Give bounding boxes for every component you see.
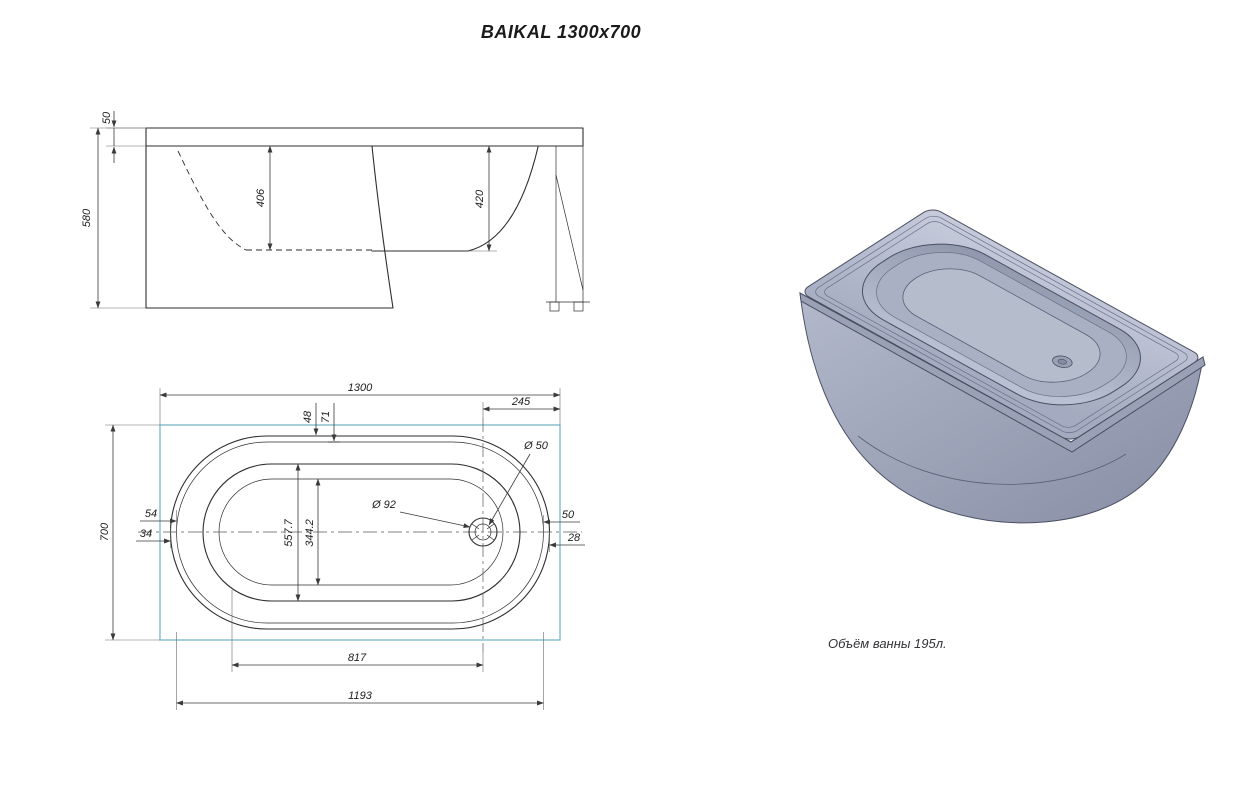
dim-bottom-width: 344.2 — [304, 519, 316, 547]
rim-lip — [799, 292, 1206, 453]
volume-note: Объём ванны 195л. — [828, 636, 947, 651]
dim-right-offset-inner: 28 — [567, 532, 581, 544]
plan-tub-outline — [169, 435, 551, 630]
dim-drain-diameter: Ø 50 — [523, 440, 549, 452]
plan-centerlines — [138, 418, 582, 652]
dim-drain-to-end: 245 — [511, 396, 531, 408]
side-view-dimensions: 50 580 406 420 — [81, 111, 497, 309]
plan-outer-rect — [159, 424, 561, 641]
plan-view: 1300 48 71 245 Ø 50 Ø 92 7 — [99, 382, 585, 710]
drawing-title: BAIKAL 1300x700 — [480, 22, 642, 42]
dim-inner-width: 557.7 — [283, 518, 295, 546]
dim-skirt-length: 1193 — [348, 690, 373, 702]
dim-depth-left: 406 — [255, 188, 267, 207]
dim-left-offset-inner: 34 — [140, 528, 152, 540]
side-view-outline — [145, 127, 584, 309]
side-view: 50 580 406 420 — [81, 111, 590, 312]
dim-left-offset-outer: 54 — [145, 508, 157, 520]
tub-base-edge — [857, 435, 1127, 485]
dim-overall-length: 1300 — [348, 382, 373, 394]
dim-overall-height: 580 — [81, 208, 93, 227]
dim-depth-right: 420 — [474, 189, 486, 208]
dim-top-offset-outer: 48 — [302, 410, 314, 423]
dim-right-offset-outer: 50 — [562, 509, 575, 521]
drain-symbol — [468, 517, 498, 547]
dim-top-offset-inner: 71 — [320, 411, 332, 423]
side-view-frame — [546, 146, 590, 312]
iso-view — [799, 207, 1206, 524]
dim-recess-diameter: Ø 92 — [371, 499, 396, 511]
rim-face — [800, 207, 1203, 442]
dim-rim-height: 50 — [101, 111, 113, 124]
dim-bottom-length: 817 — [348, 652, 367, 664]
plan-dimensions: 1300 48 71 245 Ø 50 Ø 92 7 — [99, 382, 585, 710]
dim-overall-width: 700 — [99, 522, 111, 541]
tub-floor — [884, 258, 1118, 393]
